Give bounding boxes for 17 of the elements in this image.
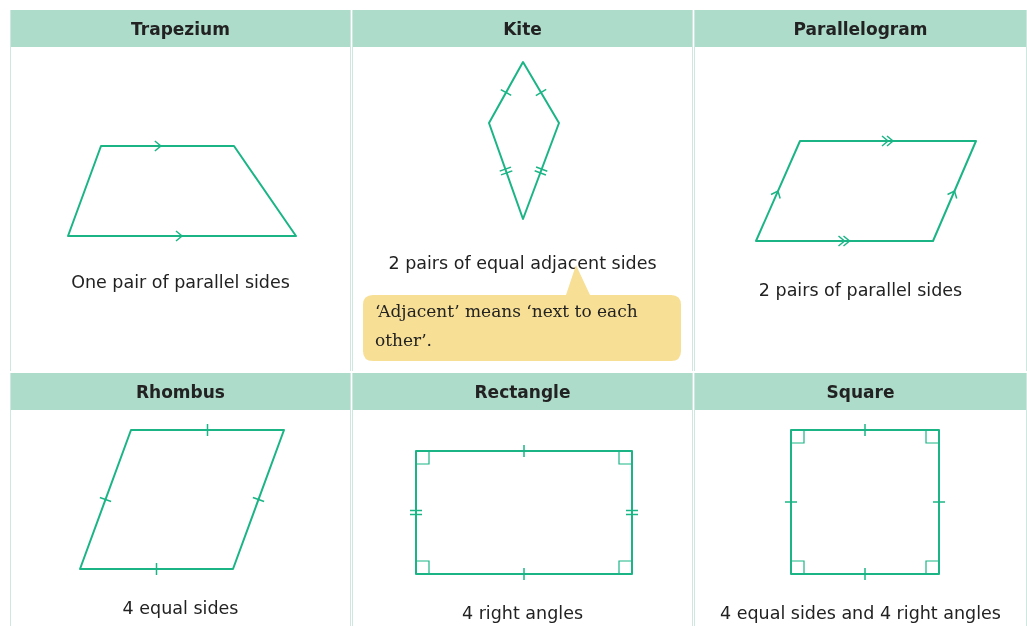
column-header: Kite (353, 10, 692, 47)
table-cell (694, 373, 1027, 626)
column-header: Rectangle (353, 373, 692, 410)
column-header: Parallelogram (695, 10, 1026, 47)
column-header: Square (695, 373, 1026, 410)
shape-caption: 4 equal sides (121, 598, 240, 618)
shape-caption: 2 pairs of parallel sides (757, 280, 964, 300)
table-cell (10, 373, 351, 626)
column-header: Rhombus (11, 373, 350, 410)
table-cell (694, 10, 1027, 371)
column-header: Trapezium (11, 10, 350, 47)
shape-caption: One pair of parallel sides (70, 272, 291, 292)
table-cell (352, 10, 693, 371)
table-cell (10, 10, 351, 371)
shape-caption: 4 right angles (460, 603, 585, 623)
table-cell (352, 373, 693, 626)
shape-caption: 4 equal sides and 4 right angles (719, 603, 1002, 623)
